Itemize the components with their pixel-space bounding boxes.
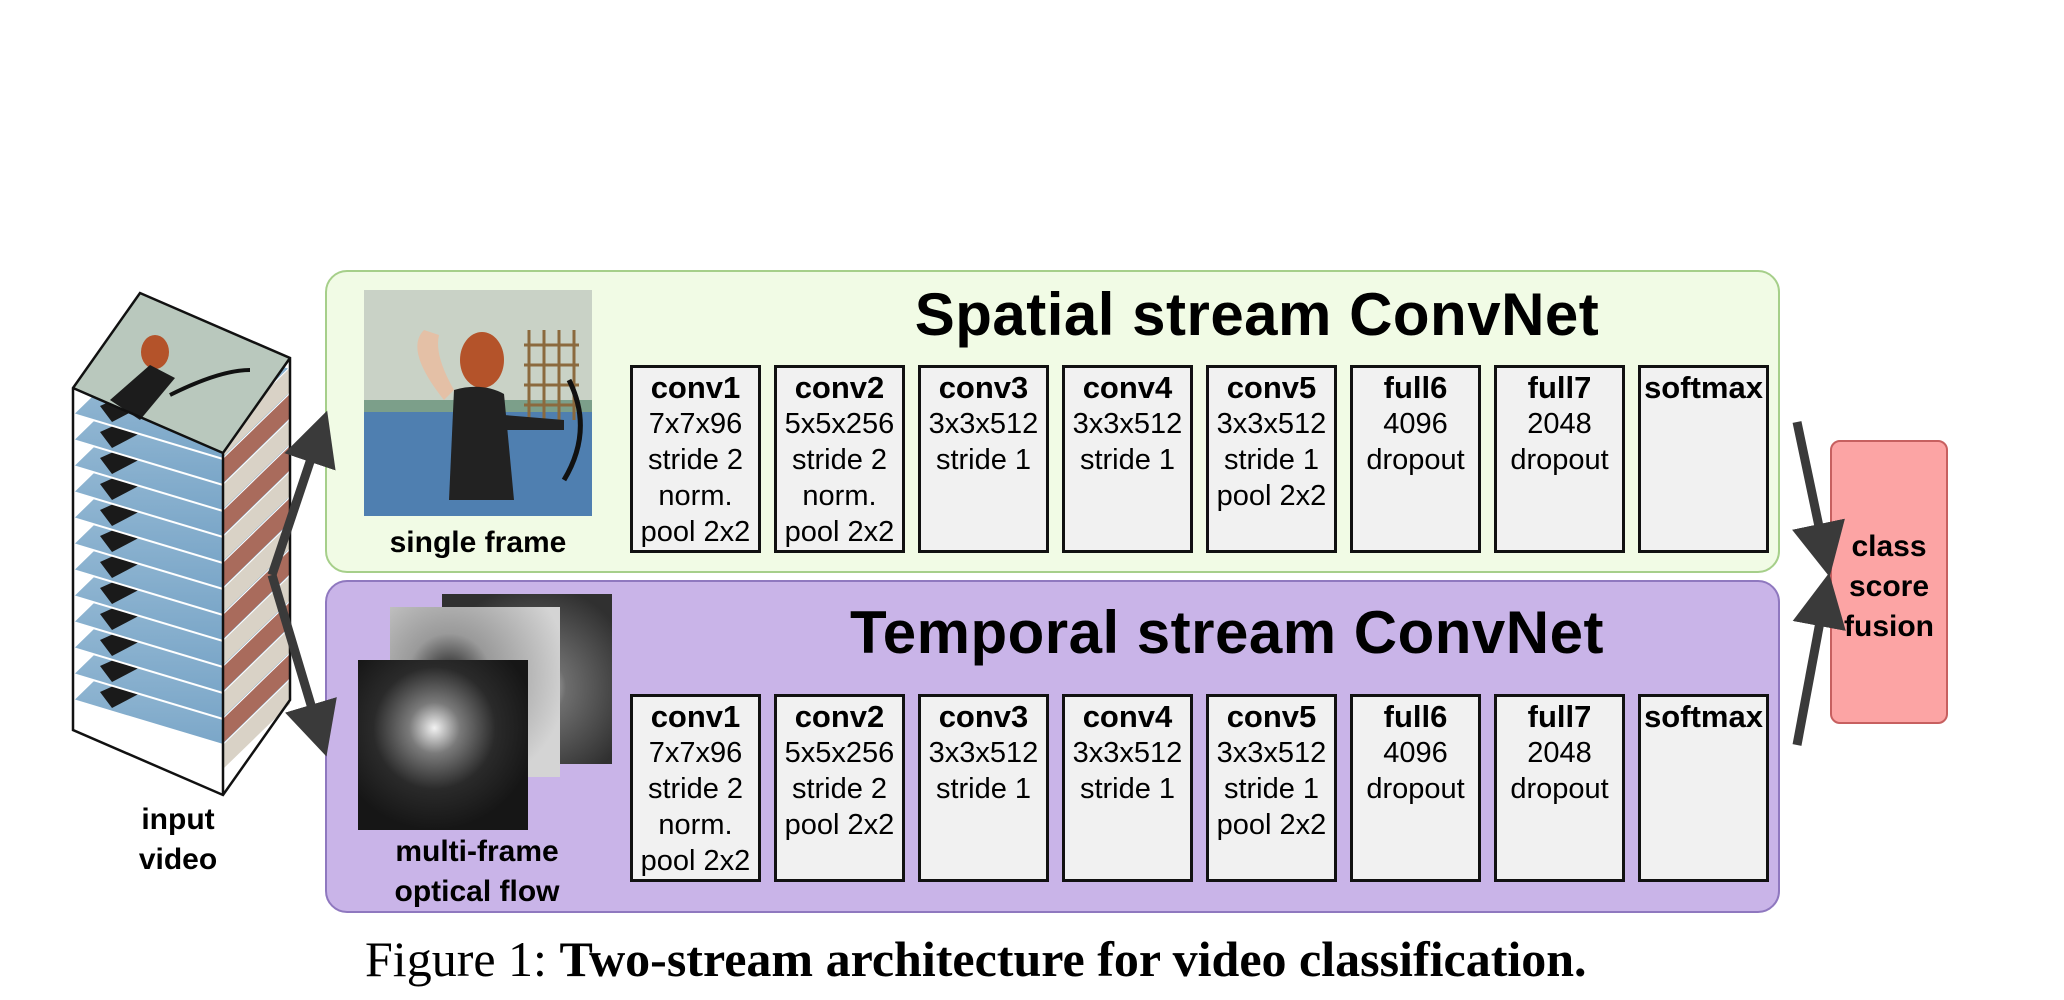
layer-name: softmax [1641, 699, 1766, 735]
layer-description: 7x7x96 stride 2 norm. pool 2x2 [633, 406, 758, 550]
layer-description: 4096 dropout [1353, 735, 1478, 807]
class-score-fusion-box: class score fusion [1830, 440, 1948, 724]
layer-name: conv3 [921, 370, 1046, 406]
layer-name: conv1 [633, 370, 758, 406]
single-frame-label: single frame [360, 523, 596, 563]
layer-description: 3x3x512 stride 1 pool 2x2 [1209, 735, 1334, 843]
figure-caption: Figure 1: Two-stream architecture for vi… [365, 930, 1587, 988]
optical-flow-label: multi-frame optical flow [346, 832, 608, 912]
layer-name: full7 [1497, 699, 1622, 735]
layer-description: 3x3x512 stride 1 [921, 735, 1046, 807]
layer-name: conv3 [921, 699, 1046, 735]
layer-description: 2048 dropout [1497, 735, 1622, 807]
layer-name: conv4 [1065, 699, 1190, 735]
layer-name: conv4 [1065, 370, 1190, 406]
layer-name: conv5 [1209, 699, 1334, 735]
layer-name: conv1 [633, 699, 758, 735]
figure-caption-prefix: Figure 1: [365, 931, 559, 987]
layer-description: 3x3x512 stride 1 [1065, 735, 1190, 807]
input-video-label: input video [118, 800, 238, 880]
layer-description: 7x7x96 stride 2 norm. pool 2x2 [633, 735, 758, 879]
layer-description: 5x5x256 stride 2 norm. pool 2x2 [777, 406, 902, 550]
layer-description: 4096 dropout [1353, 406, 1478, 478]
temporal-layer-softmax: softmax [1638, 694, 1769, 882]
figure-caption-text: Two-stream architecture for video classi… [559, 931, 1586, 987]
layer-name: full6 [1353, 370, 1478, 406]
layer-description: 3x3x512 stride 1 pool 2x2 [1209, 406, 1334, 514]
layer-name: softmax [1641, 370, 1766, 406]
layer-description: 5x5x256 stride 2 pool 2x2 [777, 735, 902, 843]
layer-description: 3x3x512 stride 1 [921, 406, 1046, 478]
layer-name: full7 [1497, 370, 1622, 406]
layer-name: full6 [1353, 699, 1478, 735]
layer-description: 2048 dropout [1497, 406, 1622, 478]
temporal-stream-title: Temporal stream ConvNet [827, 598, 1627, 667]
spatial-stream-title: Spatial stream ConvNet [857, 280, 1657, 349]
spatial-layer-softmax: softmax [1638, 365, 1769, 553]
layer-description: 3x3x512 stride 1 [1065, 406, 1190, 478]
layer-name: conv5 [1209, 370, 1334, 406]
layer-name: conv2 [777, 370, 902, 406]
layer-name: conv2 [777, 699, 902, 735]
